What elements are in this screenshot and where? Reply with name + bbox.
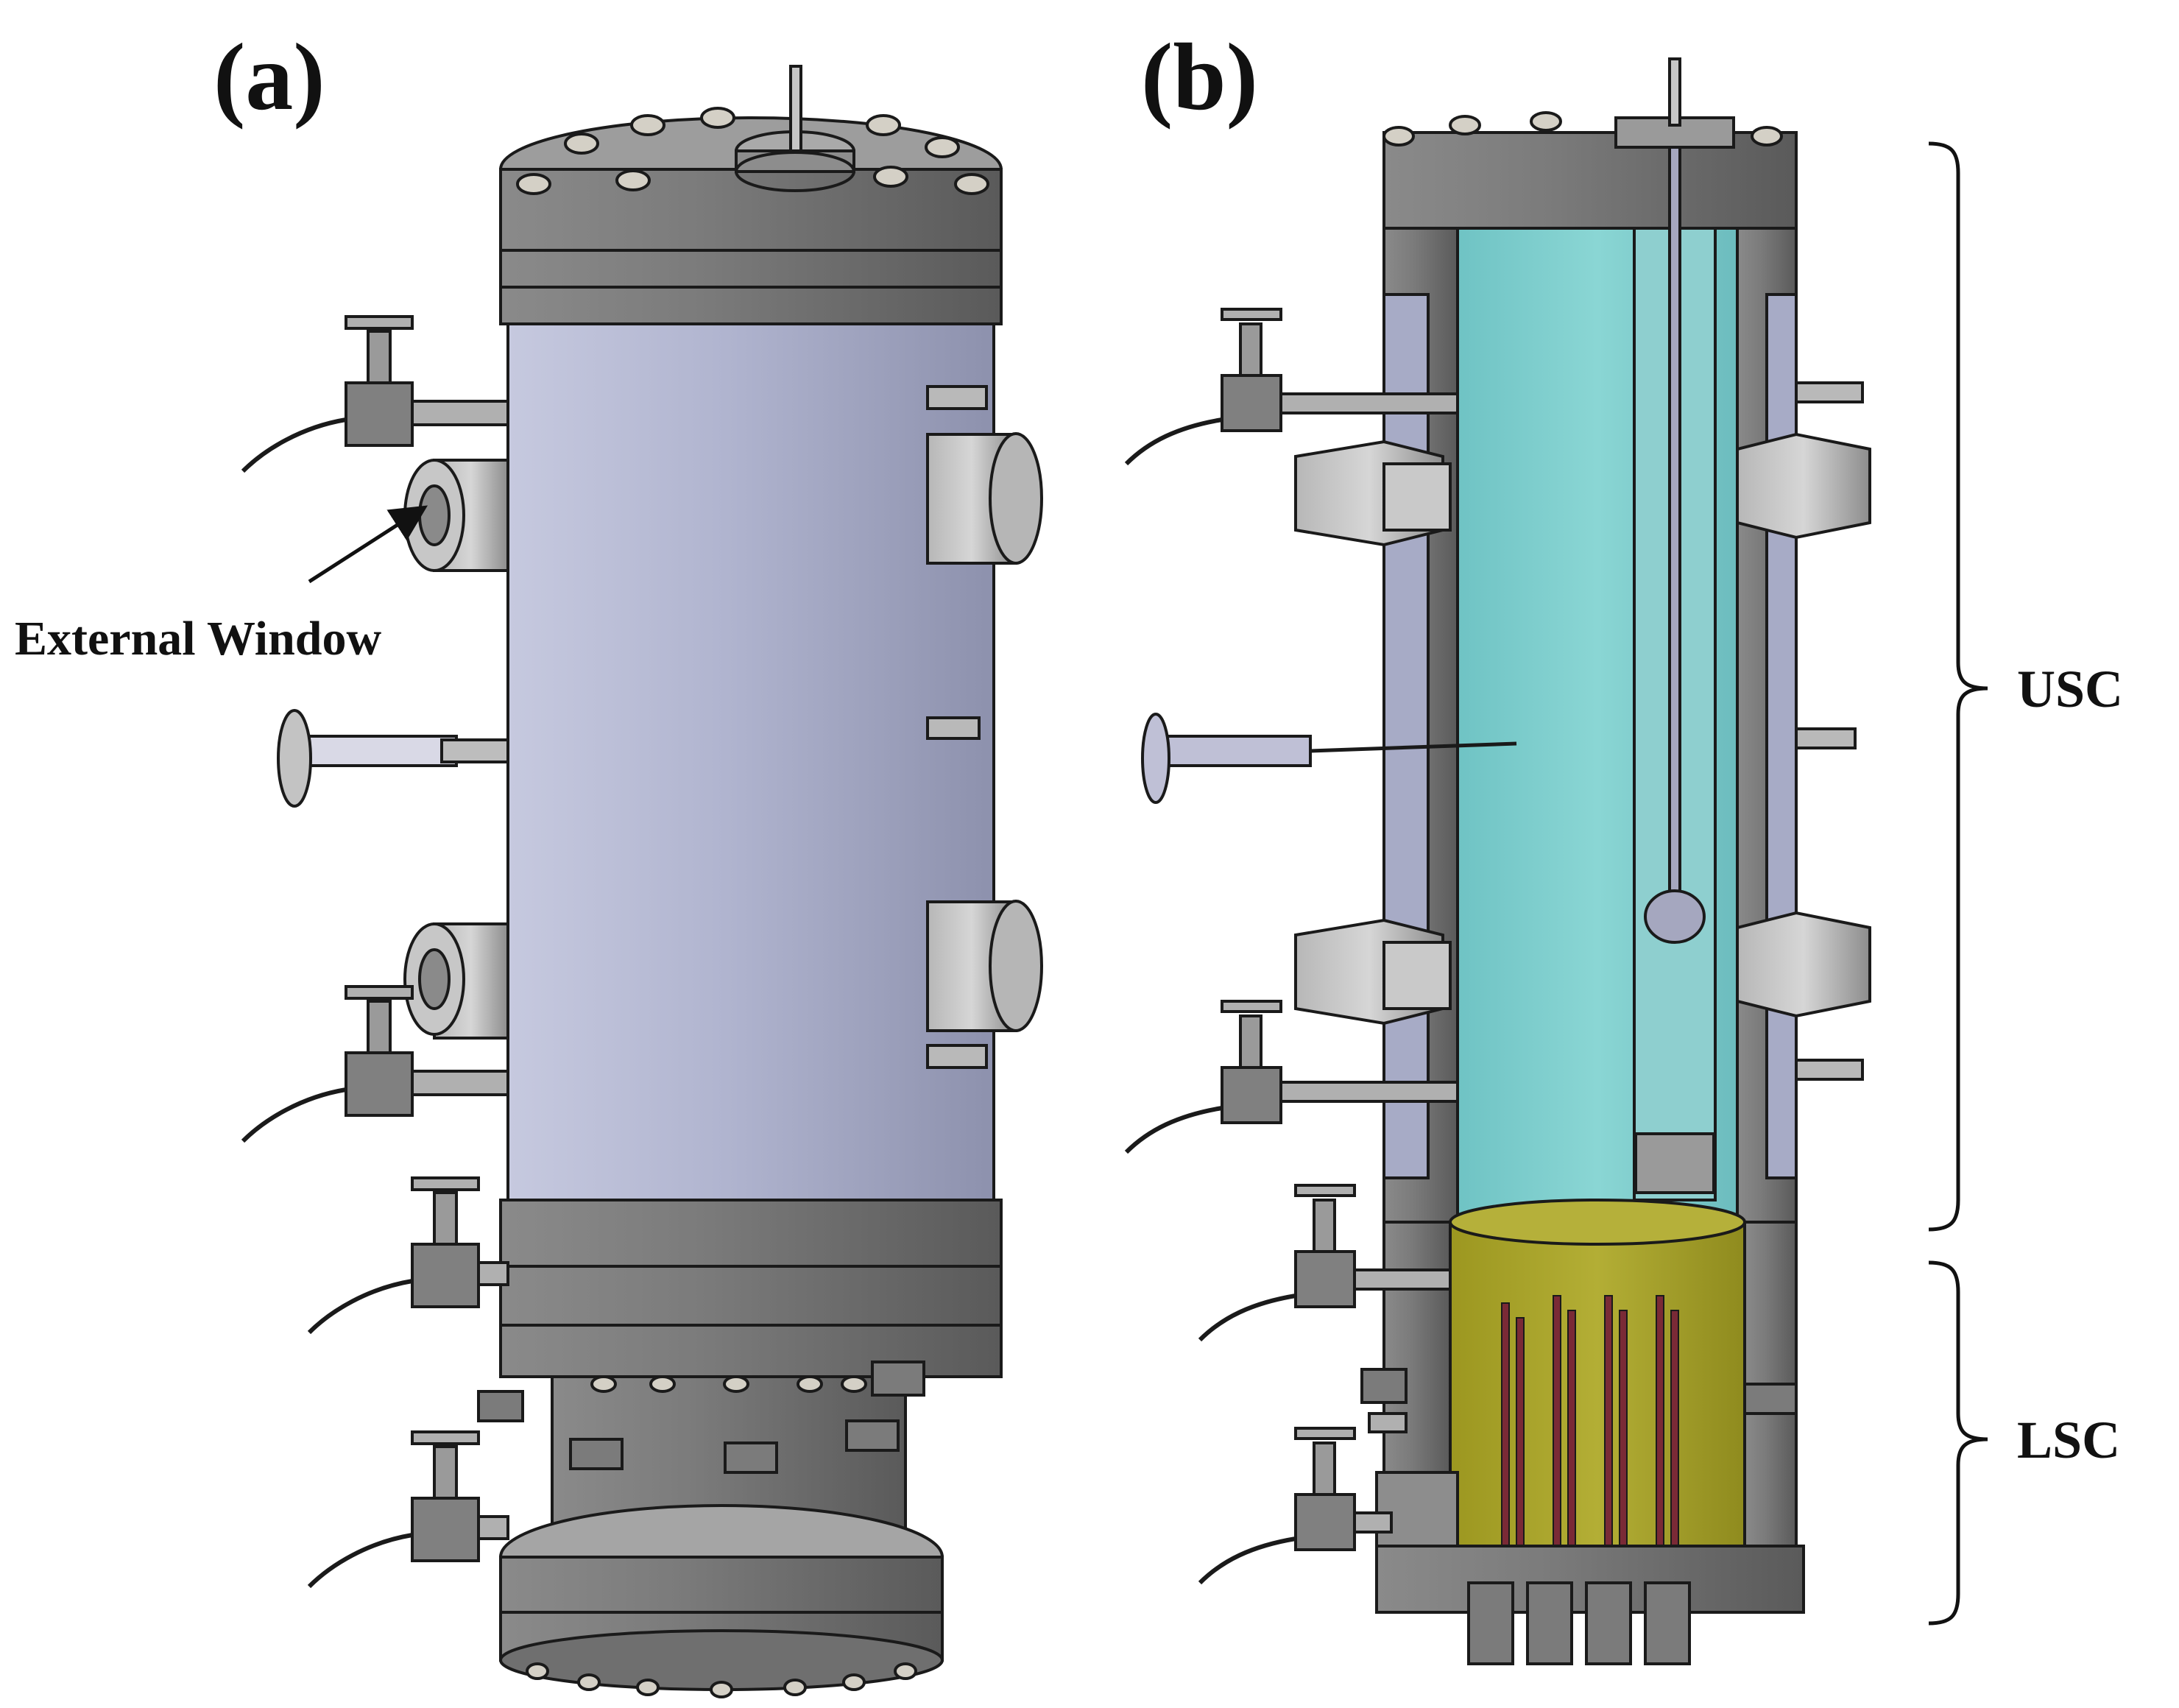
external-window-left-lower — [403, 922, 509, 1040]
section-window-left-lower — [1294, 918, 1452, 1026]
bottom-connectors — [1467, 1581, 1691, 1665]
upper-cylinder-shell — [506, 322, 995, 1201]
side-valve-3 — [307, 1176, 509, 1335]
external-window-left-upper — [403, 459, 509, 572]
section-valve-1 — [1124, 308, 1459, 466]
lower-flange-band-1 — [499, 1199, 1003, 1268]
side-valve-4 — [307, 1430, 509, 1589]
section-valve-2 — [1124, 1000, 1459, 1154]
external-window-right-upper — [926, 432, 1043, 565]
section-valve-5 — [1360, 1368, 1408, 1433]
section-valve-4 — [1198, 1427, 1393, 1585]
soil-sensor-rods — [1501, 1295, 1679, 1569]
lower-flange-band-3 — [499, 1324, 1003, 1378]
lower-soil-section — [1449, 1221, 1746, 1548]
panel-label-b: (b) — [1141, 24, 1258, 130]
usc-brace — [1928, 141, 1988, 1232]
section-window-right-upper — [1736, 432, 1871, 540]
side-valve-2 — [241, 985, 509, 1143]
top-lid-band — [499, 168, 1003, 252]
section-side-probe — [1141, 713, 1517, 804]
section-valve-3 — [1198, 1184, 1452, 1342]
lsc-brace — [1928, 1260, 1988, 1626]
lower-cylinder-valves — [477, 1361, 925, 1474]
section-window-left-upper — [1294, 440, 1452, 547]
external-window-right-lower — [926, 900, 1043, 1032]
external-window-label: External Window — [15, 612, 382, 666]
lid-bolts — [516, 107, 989, 195]
lower-flange-band-2 — [499, 1265, 1003, 1327]
section-window-right-lower — [1736, 911, 1871, 1018]
usc-label: USC — [2017, 660, 2124, 719]
side-valve-1 — [241, 315, 509, 473]
side-probe-left — [277, 709, 509, 808]
lsc-label: LSC — [2017, 1411, 2121, 1469]
section-braces — [1928, 141, 1988, 1626]
panel-a-exterior-view — [241, 65, 1043, 1698]
panel-label-a: (a) — [213, 24, 325, 130]
panel-b-section-view — [1124, 57, 1871, 1665]
external-window-arrow — [308, 505, 428, 584]
